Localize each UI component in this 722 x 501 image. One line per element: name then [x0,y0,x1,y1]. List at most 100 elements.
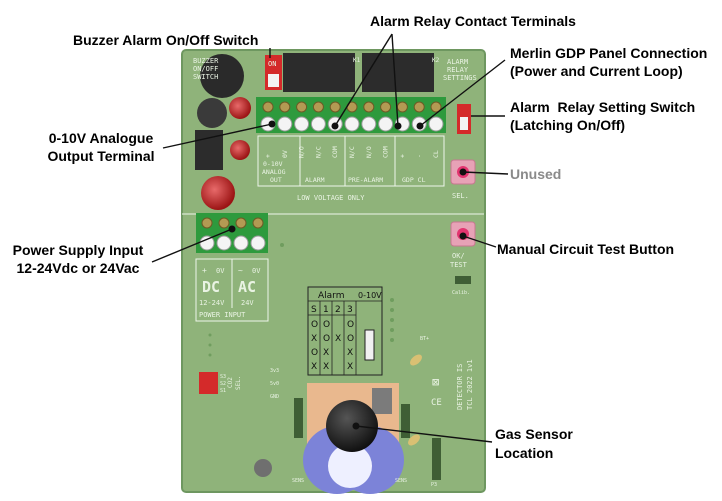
sel-board-label: SEL. [452,192,469,200]
terminal-label: N/O [298,146,306,158]
power-terminal-screws [199,217,266,251]
bt-label: BT+ [420,336,429,342]
p3-header [432,438,441,480]
capacitor-mid [230,140,250,160]
alarm-table-col-header: 2 [335,305,341,315]
capacitor-top [229,97,251,119]
terminal-label: N/C [348,146,356,158]
leader-dot-relay-2 [394,122,402,130]
dip-id-1: S3 [220,374,226,380]
crystal-1 [410,354,422,366]
brand-label: DETECTOR IS [456,364,464,410]
relay-setting-board-label-3: SETTINGS [443,74,477,82]
low-voltage-label: LOW VOLTAGE ONLY [297,194,365,202]
merlin-callout-line-2: (Power and Current Loop) [510,63,683,79]
alarm-table-cell: X [347,362,353,372]
buzzer-component-lower [197,98,227,128]
power-terminal-hole [250,235,266,251]
power-plus-label: + [202,266,207,275]
sensor-label-left: SENS [292,478,304,484]
dip-id-3: S1 [220,388,226,394]
terminal-screw [430,101,442,113]
power-terminal-screw [235,217,247,229]
terminal-label: 0V [281,150,289,158]
volt-gnd-label: GND [270,394,279,400]
power-terminal-screw [252,217,264,229]
terminal-label: COM [331,146,339,158]
power-terminal-screw [218,217,230,229]
power-ac-range: 24V [241,299,254,307]
weee-bin-icon: ⊠ [432,375,439,389]
buzzer-component [200,54,244,98]
terminal-screw [329,101,341,113]
alarm-table-cell: X [311,362,317,372]
power-terminal-hole [199,235,215,251]
leader-relay-1 [334,33,393,127]
terminal-label: - [415,154,423,158]
terminal-label: N/C [314,146,322,158]
relay-k2 [362,53,434,92]
terminal-hole [344,116,360,132]
alarm-table-cell: O [347,334,354,344]
alarm-table-cell: O [323,334,330,344]
sensor-ring-inner [328,444,372,488]
leader-unused [462,171,509,175]
switch-on-text: ON [268,60,276,68]
power-callout-line-1: Power Supply Input [12,242,144,258]
power-callout-line-2: 12-24Vdc or 24Vac [16,260,140,276]
alarm-table-col-header: 3 [347,305,353,315]
terminal-label: N/O [365,146,373,158]
power-dc-range: 12-24V [199,299,225,307]
buzzer-callout: Buzzer Alarm On/Off Switch [73,32,259,48]
volt-5v0-label: 5v0 [270,381,279,387]
alarm-table-col-header: S [311,305,317,315]
terminal-label: COM [382,146,390,158]
dip-switch-small [364,329,375,361]
test-board-label: TEST [450,261,468,269]
buzzer-board-label-3: SWITCH [193,73,218,81]
power-ac-label: AC [238,278,256,296]
brand-sub-label: TCL 2022 1v1 [466,359,474,410]
alarm-table-col-header: 1 [323,305,329,315]
alarm-table-cell: X [347,348,353,358]
dip-co2-label: CO2 [227,377,234,388]
leader-dot-power [228,225,236,233]
terminal-screw [396,101,408,113]
power-dc-label: DC [202,278,220,296]
relay-setting-callout-line-1: Alarm Relay Setting Switch [510,99,696,115]
terminal-hole [310,116,326,132]
power-ac-tilde-label: ~ [238,266,243,275]
prealarm-group-label: PRE-ALARM [348,176,383,184]
p3-label: P3 [431,482,437,488]
relay-k2-label: K2 [432,57,440,64]
dip-id-2: S2 [220,381,226,387]
leader-dot-test [459,232,467,240]
alarm-table-cell: O [311,348,318,358]
terminal-screw [413,101,425,113]
leader-dot-analogue [268,120,276,128]
regulator-chip [195,130,223,170]
leader-test [462,235,497,248]
terminal-hole [294,116,310,132]
terminal-label-frame [257,135,445,187]
analog-group-label-2: ANALOG [262,168,286,176]
power-terminal-hole [216,235,232,251]
alarm-table-cell: O [323,320,330,330]
terminal-hole [277,116,293,132]
terminal-screw [262,101,274,113]
alarm-table-frame [307,286,383,376]
volt-3v3-label: 3v3 [270,368,279,374]
relay-k1-label: K1 [353,57,361,64]
analog-group-label-3: OUT [270,176,282,184]
sensor-label-right: SENS [395,478,407,484]
alarm-table-header-010v: 0-10V [358,291,382,300]
power-0v-label-1: 0V [216,267,225,275]
ce-mark-icon: CE [431,398,442,408]
relay-k1 [283,53,355,92]
power-terminal-hole [233,235,249,251]
alarm-table-header: Alarm [318,291,344,301]
